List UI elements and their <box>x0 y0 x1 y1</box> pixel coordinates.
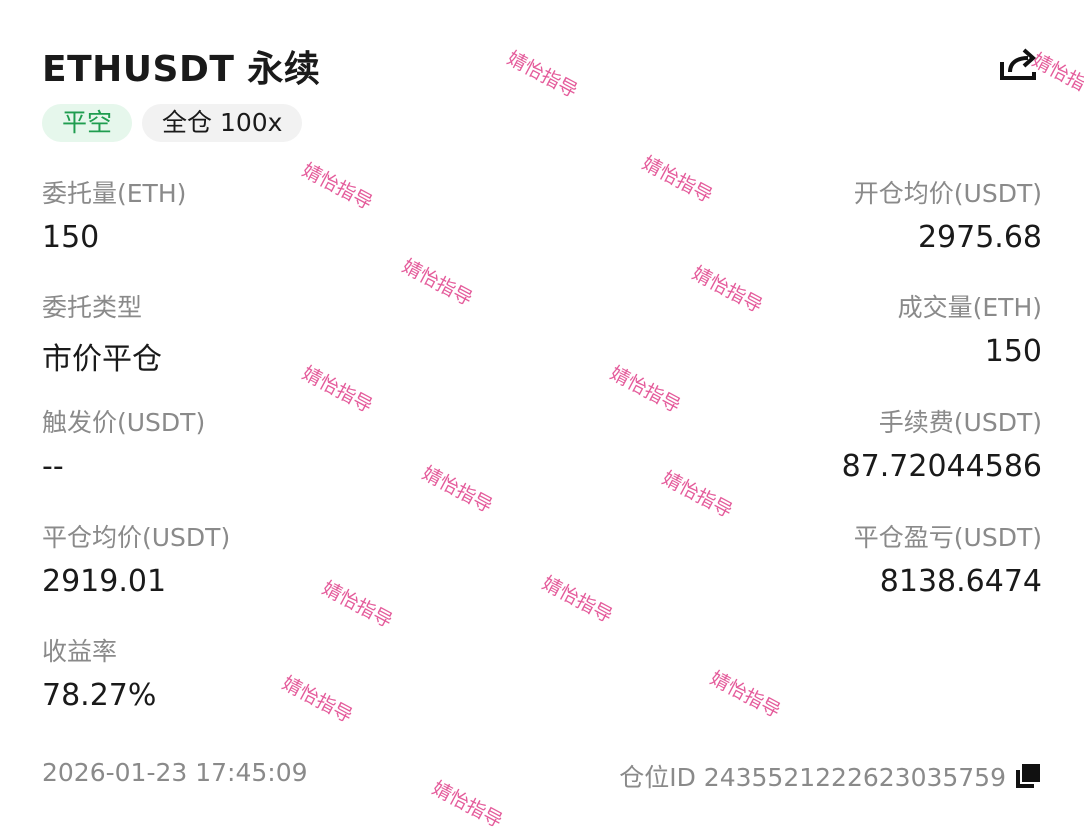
watermark: 婧怡指导 <box>688 262 767 318</box>
value: 市价平仓 <box>42 342 162 377</box>
position-id: 仓位ID 2435521222623035759 <box>619 758 1040 794</box>
label: 手续费(USDT) <box>878 408 1042 437</box>
watermark: 婧怡指导 <box>278 672 357 728</box>
field-order-type: 委托类型市价平仓 <box>42 288 162 378</box>
field-roe: 收益率 78.27% <box>42 632 156 713</box>
label: 触发价(USDT) <box>42 408 206 437</box>
page-title: ETHUSDT 永续 <box>42 49 321 90</box>
value: 2975.68 <box>917 220 1042 255</box>
label: 委托量(ETH) <box>42 179 187 208</box>
label: 平仓盈亏(USDT) <box>853 523 1042 552</box>
field-close-avg-price: 平仓均价(USDT) 2919.01 <box>42 518 230 599</box>
watermark: 婧怡指导 <box>418 462 497 518</box>
field-open-avg-price: 开仓均价(USDT) 2975.68 <box>854 174 1042 255</box>
watermark: 婧怡指导 <box>318 577 397 633</box>
watermark: 婧怡指导 <box>538 572 617 628</box>
watermark: 婧怡指导 <box>398 255 477 311</box>
label: 开仓均价(USDT) <box>853 179 1042 208</box>
margin-leverage-badge: 全仓 100x <box>142 104 303 142</box>
value: 2919.01 <box>42 564 167 599</box>
value: 8138.6474 <box>879 564 1042 599</box>
watermark: 婧怡指导 <box>503 47 582 103</box>
field-trigger-price: 触发价(USDT) -- <box>42 403 205 484</box>
value: -- <box>42 449 64 484</box>
position-id-text: 仓位ID 2435521222623035759 <box>619 763 1006 792</box>
value: 87.72044586 <box>841 449 1042 484</box>
watermark: 婧怡指导 <box>658 467 737 523</box>
watermark: 婧怡指导 <box>298 159 377 215</box>
timestamp: 2026-01-23 17:45:09 <box>42 758 308 787</box>
field-fee: 手续费(USDT) 87.72044586 <box>842 403 1042 484</box>
watermark: 婧怡指导 <box>428 777 507 833</box>
value: 150 <box>984 334 1042 369</box>
field-order-qty: 委托量(ETH) 150 <box>42 174 186 255</box>
label: 成交量(ETH) <box>897 293 1042 322</box>
label: 平仓均价(USDT) <box>42 523 231 552</box>
direction-badge: 平空 <box>42 104 133 142</box>
watermark: 婧怡指导 <box>298 362 377 418</box>
label: 收益率 <box>42 637 118 666</box>
watermark: 婧怡指导 <box>638 152 717 208</box>
field-realized-pnl: 平仓盈亏(USDT) 8138.6474 <box>854 518 1042 599</box>
share-icon[interactable] <box>998 44 1038 84</box>
watermark: 婧怡指导 <box>606 362 685 418</box>
copy-icon[interactable] <box>1016 764 1040 788</box>
value: 150 <box>42 220 100 255</box>
watermark: 婧怡指导 <box>706 667 785 723</box>
value: 78.27% <box>42 678 157 713</box>
label: 委托类型 <box>42 293 143 322</box>
field-filled-qty: 成交量(ETH) 150 <box>898 288 1042 369</box>
